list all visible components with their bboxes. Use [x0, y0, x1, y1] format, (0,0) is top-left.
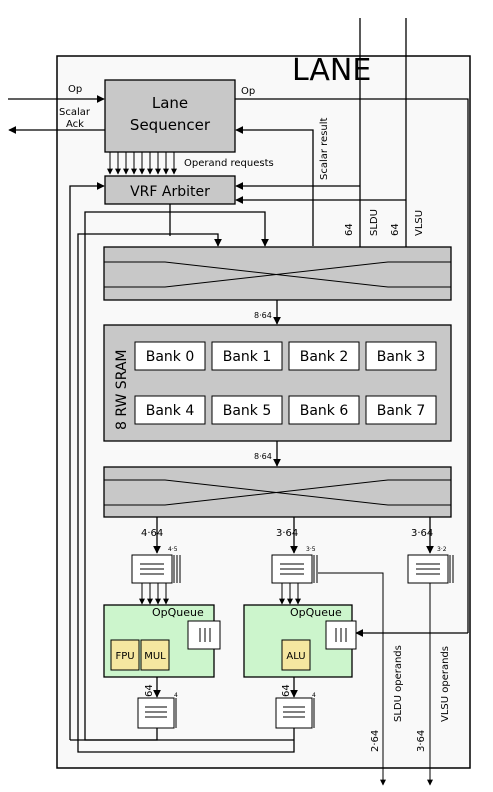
feedback-loop-2: [84, 211, 269, 728]
operand-requests-label: Operand requests: [184, 158, 274, 169]
sequencer-label-line1: Lane: [152, 94, 188, 112]
right-opqueue-buffer: [325, 620, 357, 650]
op-out-line: [235, 98, 469, 633]
vrf-arbiter-label: VRF Arbiter: [130, 184, 210, 200]
bottom-8x64-label: 8·64: [254, 452, 272, 461]
feedback-loop-1: [69, 182, 105, 740]
q45-label: 4·5: [168, 546, 178, 553]
q35-label: 3·5: [306, 546, 316, 553]
sequencer-label-line2: Sequencer: [130, 116, 211, 134]
scalar-result-line: [235, 126, 314, 246]
queue-stack-left: [131, 554, 181, 584]
mul-label: MUL: [144, 651, 166, 662]
bank-4: [134, 395, 206, 425]
sram-label: 8 RW SRAM: [114, 349, 130, 430]
sldu-operands-label: SLDU operands: [393, 645, 404, 722]
opqueue-right-title: OpQueue: [290, 606, 342, 619]
w364-mid-label: 3·64: [276, 528, 298, 539]
sldu-operands-line: [318, 572, 386, 786]
alu-unit: [281, 639, 311, 671]
bank-grid: Bank 0 Bank 1 Bank 2 Bank 3 Bank 4 Bank …: [134, 341, 437, 425]
q32-label: 3·2: [437, 546, 447, 553]
bank-6-label: Bank 6: [300, 403, 349, 419]
queue-stack-right: [407, 554, 454, 584]
bank-4-label: Bank 4: [146, 403, 195, 419]
vlsu-label: VLSU: [414, 210, 425, 236]
top-crossbar-x2: [104, 261, 451, 288]
w64-alu-label: 64: [281, 684, 292, 697]
vrf-arbiter: [104, 175, 236, 205]
left-opqueue-buffer: [187, 620, 221, 650]
q4-right-label: 4: [312, 692, 316, 699]
ack-label: Ack: [66, 119, 84, 130]
operand-request-arrows: [107, 152, 177, 175]
bank-7: [365, 395, 437, 425]
bank-7-label: Bank 7: [377, 403, 426, 419]
scalar-result-label: Scalar result: [319, 117, 330, 180]
top-8x64-label: 8·64: [254, 311, 272, 320]
writeback-right-2: [84, 728, 294, 741]
op-in-label: Op: [68, 84, 82, 95]
sldu-width-label: 64: [344, 223, 355, 236]
bank-5: [211, 395, 283, 425]
q4-left-label: 4: [174, 692, 178, 699]
result-queue-left: [137, 697, 177, 729]
sldu-label: SLDU: [369, 209, 380, 236]
alu-label: ALU: [286, 651, 305, 662]
bank-3: [365, 341, 437, 371]
vlsu-width-label: 64: [390, 223, 401, 236]
top-crossbar: [103, 246, 452, 301]
bottom-crossbar-x2: [104, 479, 451, 506]
left-opqueue-inputs: [139, 583, 169, 605]
w364-vlsu-label: 3·64: [416, 730, 427, 752]
w464-label: 4·64: [141, 528, 163, 539]
bank-2-label: Bank 2: [300, 349, 349, 365]
bank-0-label: Bank 0: [146, 349, 195, 365]
fpu-unit: [110, 639, 140, 671]
fpu-label: FPU: [115, 651, 134, 662]
bank-3-label: Bank 3: [377, 349, 426, 365]
bank-6: [288, 395, 360, 425]
op-out-label: Op: [241, 86, 255, 97]
mul-unit: [140, 639, 170, 671]
bank-1: [211, 341, 283, 371]
bank-2: [288, 341, 360, 371]
scalar-label: Scalar: [59, 107, 91, 118]
w364-right-label: 3·64: [411, 528, 433, 539]
lane-title: LANE: [292, 53, 371, 88]
w264-label: 2·64: [370, 730, 381, 752]
bank-1-label: Bank 1: [223, 349, 272, 365]
result-queue-right: [275, 697, 315, 729]
bank-0: [134, 341, 206, 371]
queue-stack-middle: [271, 554, 318, 584]
bank-5-label: Bank 5: [223, 403, 272, 419]
w64-fpu-label: 64: [144, 684, 155, 697]
right-opqueue-inputs: [279, 583, 301, 605]
lane-sequencer: [104, 79, 236, 153]
feedback-loop-3: [77, 233, 222, 716]
vlsu-operands-label: VLSU operands: [440, 646, 451, 722]
opqueue-left-title: OpQueue: [152, 606, 204, 619]
